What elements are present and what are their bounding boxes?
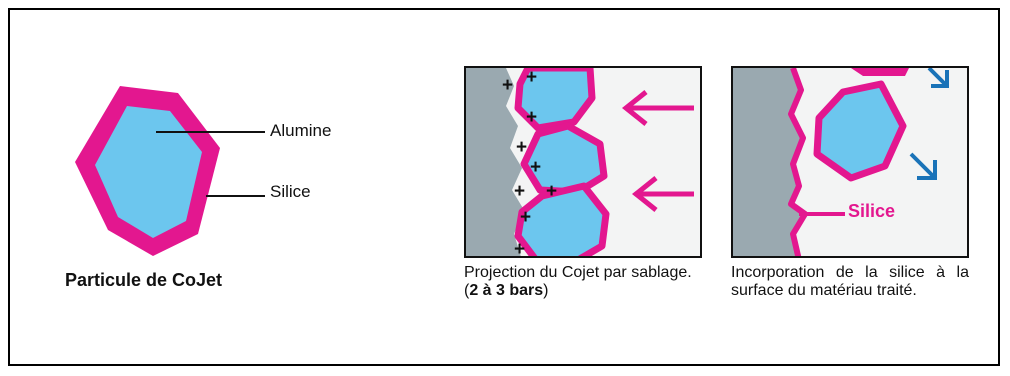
silica-layer — [788, 68, 808, 256]
caption-projection-text: Projection du Cojet par sablage. ( — [464, 264, 692, 299]
substrate — [733, 68, 805, 256]
charge-icon: + — [526, 67, 538, 88]
arrow-upper — [621, 90, 694, 126]
panel-incorporation — [731, 66, 969, 258]
particle-fragment — [851, 68, 909, 76]
label-alumine: Alumine — [270, 121, 332, 140]
charge-icon: + — [514, 239, 526, 258]
substrate — [466, 68, 524, 256]
charge-icon: + — [514, 181, 526, 202]
charge-icon: + — [502, 75, 514, 96]
rebound-arrow-lower — [909, 152, 937, 180]
caption-incorporation: Incorporation de la silice à la surface … — [731, 264, 969, 299]
projection-illustration — [466, 68, 694, 256]
particle-rebound — [813, 80, 907, 182]
label-silice: Silice — [270, 182, 311, 201]
caption-projection-bold: 2 à 3 bars — [469, 282, 544, 299]
rebound-arrow-upper — [927, 68, 949, 88]
charge-icon: + — [530, 157, 542, 178]
charge-icon: + — [526, 107, 538, 128]
particle-top — [514, 68, 596, 132]
charge-icon: + — [546, 181, 558, 202]
incorporation-illustration — [733, 68, 949, 256]
caption-projection: Projection du Cojet par sablage. (2 à 3 … — [464, 264, 706, 300]
particle-bottom — [514, 182, 610, 256]
label-silice-inline: Silice — [848, 201, 896, 221]
particle-middle — [520, 122, 608, 196]
arrow-lower — [631, 176, 694, 212]
particle-title: Particule de CoJet — [65, 270, 223, 290]
caption-projection-end: ) — [543, 282, 549, 299]
alumina-core — [95, 106, 202, 238]
charge-icon: + — [516, 137, 528, 158]
charge-icon: + — [520, 207, 532, 228]
panel-projection: + + + + + + + + + — [464, 66, 702, 258]
cojet-particle — [75, 86, 265, 256]
